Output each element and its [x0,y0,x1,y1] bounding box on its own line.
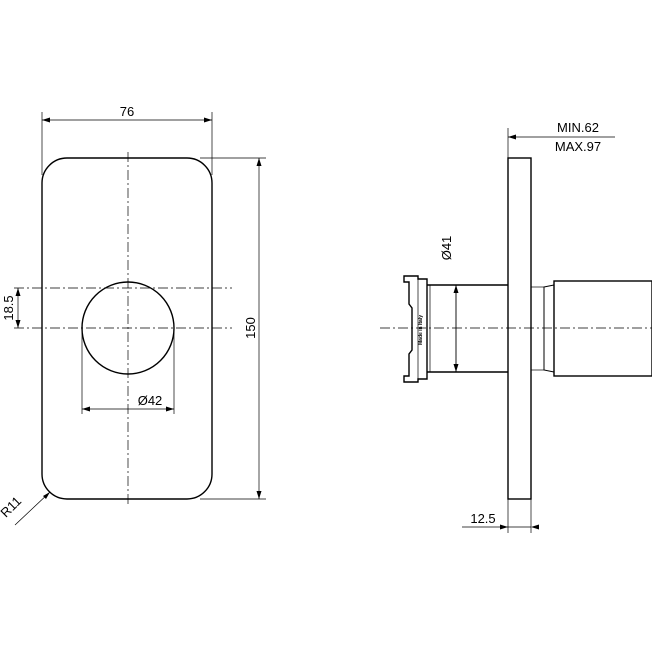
corner-radius-dimension: R11 [0,491,51,526]
made-in-italy-stamp: Made in Italy [418,315,424,345]
max-depth-label: MAX.97 [555,139,601,154]
min-depth-label: MIN.62 [557,120,599,135]
height-dimension: 150 [200,157,266,500]
plate-thickness-dimension: 12.5 [462,499,539,533]
cover-plate-outline [41,157,213,500]
corner-radius-label: R11 [0,493,24,520]
threaded-nut: Made in Italy [403,275,428,383]
side-view: Made in Italy Ø41 MIN.62 MAX.97 12.5 [380,120,652,533]
body-diameter-label: Ø41 [439,236,454,261]
height-label: 150 [243,317,258,339]
depth-dimension: MIN.62 MAX.97 [507,120,615,158]
handle-cylinder-outline [553,280,652,377]
width-label: 76 [120,104,134,119]
valve-body [427,284,555,373]
offset-label: 18.5 [1,295,16,320]
plate-thickness-label: 12.5 [470,511,495,526]
width-dimension: 76 [41,104,213,175]
hole-diameter-dimension: Ø42 [81,330,175,414]
offset-dimension: 18.5 [1,288,21,328]
front-view: 76 150 18.5 Ø42 [0,104,266,526]
body-diameter-dimension: Ø41 [439,236,459,372]
hole-diameter-label: Ø42 [138,393,163,408]
wall-plate-outline [507,157,532,500]
